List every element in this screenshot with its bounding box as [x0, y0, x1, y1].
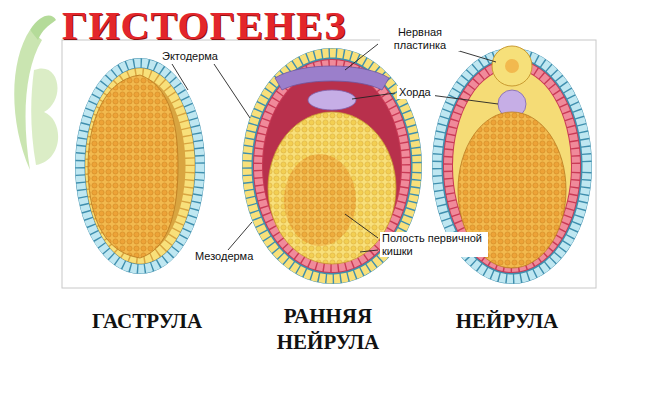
part-label: Нервная пластинка [380, 26, 460, 51]
part-label: Эктодерма [160, 50, 226, 63]
stage-label: НЕЙРУЛА [432, 308, 582, 334]
page-title: ГИСТОГЕНЕЗ [62, 2, 346, 49]
illustration-frame [62, 40, 596, 288]
gastrula-figure [75, 58, 205, 274]
stage-label: ГАСТРУЛА [72, 308, 222, 334]
part-label: Мезодерма [193, 250, 261, 263]
logo-watermark [14, 15, 58, 170]
leader-lines [172, 44, 498, 252]
part-label: Хорда [397, 86, 435, 99]
stage-label: РАННЯЯ НЕЙРУЛА [248, 303, 408, 356]
part-label: Полость первичной кишки [380, 232, 488, 257]
